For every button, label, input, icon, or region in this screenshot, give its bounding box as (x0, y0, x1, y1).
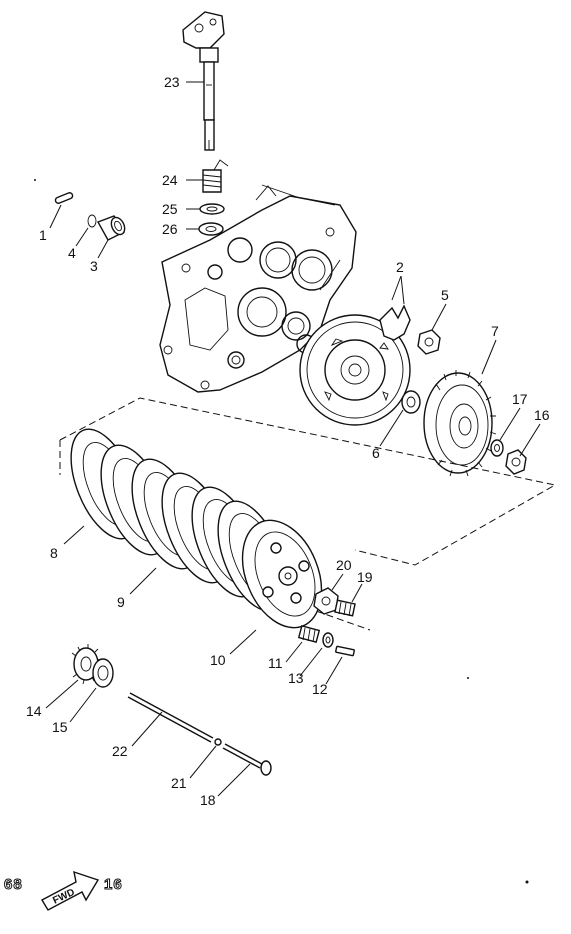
part-label-10: 10 (210, 652, 226, 668)
part-label-13: 13 (288, 670, 304, 686)
primary-driven-gear-part (299, 304, 411, 426)
part-label-14: 14 (26, 703, 42, 719)
part-label-5: 5 (441, 287, 449, 303)
part-label-19: 19 (357, 569, 373, 585)
shift-shaft-part (182, 11, 225, 151)
part-labels: 23 24 25 26 1 4 3 2 5 7 6 17 16 8 9 10 2… (26, 74, 550, 808)
part-label-7: 7 (491, 323, 499, 339)
part-label-8: 8 (50, 545, 58, 561)
speck (525, 880, 529, 884)
o-ring-4-part (87, 214, 97, 228)
part-label-11: 11 (268, 655, 283, 671)
part-label-1: 1 (39, 227, 47, 243)
part-label-6: 6 (372, 445, 380, 461)
part-label-16: 16 (534, 407, 550, 423)
push-rod-18-part (222, 743, 272, 776)
part-label-20: 20 (336, 557, 352, 573)
part-label-24: 24 (162, 172, 178, 188)
footer-left-ref: 68 (4, 876, 23, 893)
pressure-plate-10-part (241, 519, 323, 629)
footer-reference: 68 FWD 16 (4, 870, 123, 911)
part-label-2: 2 (396, 259, 404, 275)
part-label-22: 22 (112, 743, 128, 759)
washer-15-part (92, 658, 114, 688)
clutch-spring-11-part (297, 625, 321, 643)
leader-lines (45, 81, 541, 797)
part-label-23: 23 (164, 74, 180, 90)
push-rod-22-part (127, 692, 214, 743)
part-label-17: 17 (512, 391, 528, 407)
part-label-9: 9 (117, 594, 125, 610)
nut-5-part (417, 329, 441, 355)
oil-seal-26-part (198, 222, 224, 236)
fwd-arrow-icon (41, 870, 100, 911)
part-label-3: 3 (90, 258, 98, 274)
part-label-12: 12 (312, 681, 328, 697)
part-label-25: 25 (162, 201, 178, 217)
washer-13-part (322, 632, 334, 648)
return-spring-part (202, 159, 229, 193)
nut-16-part (505, 449, 527, 475)
washer-25-part (199, 203, 225, 215)
speck (467, 677, 469, 679)
lock-washer-6-part (401, 390, 421, 414)
part-label-21: 21 (171, 775, 187, 791)
footer-right-ref: 16 (104, 876, 123, 893)
speck (34, 179, 36, 181)
screw-12-part (335, 645, 355, 657)
washer-17-part (490, 439, 504, 457)
part-label-18: 18 (200, 792, 216, 808)
part-label-26: 26 (162, 221, 178, 237)
collar-3-part (96, 215, 126, 241)
dowel-pin-1-part (54, 192, 74, 204)
fwd-label: FWD (51, 887, 76, 907)
ball-21-part (214, 738, 222, 746)
push-rod-19-part (334, 599, 356, 617)
part-label-4: 4 (68, 245, 76, 261)
part-label-15: 15 (52, 719, 68, 735)
